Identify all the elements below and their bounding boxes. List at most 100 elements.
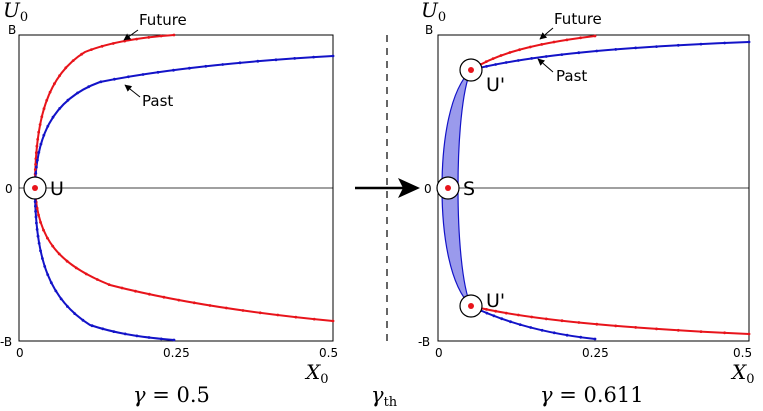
L-past-dn-marker [90, 324, 94, 328]
L-future-up-marker [40, 115, 44, 119]
R-future-up-marker [518, 48, 521, 52]
L-past-dn-marker [159, 337, 163, 341]
L-future-up-marker [64, 66, 68, 70]
left-y-tick-top: B [8, 23, 16, 37]
left-gamma-caption: γ = 0.5 [133, 383, 210, 407]
R-future-dn-marker [560, 319, 564, 323]
L-future-up-marker [135, 37, 139, 41]
L-future-up-marker [90, 48, 93, 51]
L-past-dn-marker [41, 257, 44, 260]
left-past-label: Past [142, 92, 173, 110]
right-point-s-dot [445, 185, 451, 191]
L-future-dn-marker [148, 292, 151, 296]
L-past-dn-marker [36, 234, 40, 238]
R-future-dn-marker [699, 330, 703, 333]
L-future-up-marker [123, 39, 127, 43]
L-past-dn-marker [46, 273, 50, 276]
right-x-tick-05: 0.5 [733, 346, 752, 360]
L-past-up-marker [58, 107, 62, 110]
L-future-up-marker [111, 42, 115, 45]
R-future-up-marker [528, 45, 532, 49]
L-future-dn-marker [42, 228, 45, 232]
L-future-up-marker [37, 130, 41, 134]
L-future-dn-marker [65, 259, 69, 263]
right-future-lower-curve [470, 305, 750, 335]
L-future-dn-marker [35, 206, 39, 210]
R-future-up-marker [565, 38, 569, 42]
left-future-label: Future [139, 11, 187, 29]
R-future-dn-marker [517, 313, 520, 317]
L-future-up-marker [100, 44, 104, 48]
left-point-u-label: U [50, 178, 64, 200]
R-past-up-marker [655, 45, 658, 48]
L-future-up-marker [53, 82, 56, 86]
R-past-dn-marker [540, 328, 544, 332]
R-past-dn-marker [492, 314, 496, 318]
L-future-up-marker [172, 33, 176, 37]
R-future-up-marker [499, 54, 503, 57]
R-future-up-marker [593, 34, 597, 38]
R-future-up-marker [579, 36, 582, 40]
L-future-dn-marker [95, 278, 99, 281]
R-past-up-marker [544, 55, 548, 58]
right-y-tick-zero: 0 [424, 182, 432, 196]
R-future-dn-marker [655, 327, 658, 331]
L-future-up-marker [159, 34, 163, 38]
L-future-up-marker [48, 90, 52, 94]
L-past-up-marker [39, 142, 43, 146]
left-past-pointer [124, 84, 141, 98]
L-future-up-marker [36, 138, 40, 141]
R-past-up-marker [530, 57, 533, 60]
L-past-up-marker [87, 85, 91, 89]
L-past-up-marker [99, 80, 103, 84]
R-future-up-marker [491, 57, 495, 60]
R-future-dn-marker [747, 332, 751, 336]
R-future-dn-marker [494, 309, 498, 313]
L-future-dn-marker [331, 319, 335, 323]
left-y-tick-zero: 0 [5, 182, 13, 196]
L-future-dn-marker [57, 252, 61, 256]
R-past-up-marker [676, 43, 680, 47]
L-future-dn-marker [162, 295, 166, 299]
L-future-dn-marker [107, 283, 111, 286]
left-future-pointer [123, 29, 139, 41]
L-future-dn-marker [39, 220, 42, 224]
L-past-dn-marker [66, 305, 69, 308]
R-past-dn-marker [485, 311, 489, 315]
L-past-up-marker [156, 70, 160, 74]
L-future-up-marker [80, 52, 83, 56]
R-past-dn-marker [529, 326, 533, 329]
L-future-dn-marker [276, 313, 280, 317]
right-future-label: Future [554, 10, 602, 28]
L-future-up-marker [33, 168, 37, 171]
R-future-up-marker [540, 43, 544, 46]
L-past-dn-marker [54, 289, 58, 293]
L-past-up-marker [35, 165, 38, 169]
L-past-up-marker [172, 68, 175, 72]
L-future-dn-marker [74, 266, 78, 270]
left-y-tick-bottom: -B [0, 335, 12, 349]
right-panel: Future Past U' S U' B 0 -B 0 0.25 0.5 U0… [418, 0, 755, 407]
L-past-dn-marker [37, 241, 41, 245]
left-x-tick-0: 0 [16, 346, 24, 360]
right-point-u-prime-upper-dot [468, 67, 474, 73]
L-past-dn-marker [172, 338, 176, 342]
L-past-dn-marker [59, 297, 63, 301]
L-past-dn-marker [123, 332, 127, 336]
R-future-dn-marker [614, 324, 618, 328]
L-future-up-marker [38, 123, 42, 126]
R-future-dn-marker [676, 328, 680, 332]
right-point-u-prime-lower: U' [459, 290, 505, 318]
R-past-up-marker [595, 49, 599, 53]
R-future-dn-marker [595, 322, 599, 326]
L-past-up-marker [331, 54, 335, 58]
L-past-dn-marker [73, 312, 77, 315]
R-future-up-marker [484, 60, 488, 63]
right-past-upper-curve [470, 41, 750, 71]
L-past-dn-marker [81, 318, 85, 322]
R-past-dn-marker [593, 337, 597, 341]
L-past-up-marker [36, 158, 39, 162]
left-future-lower-curve [34, 187, 334, 322]
right-x-tick-025: 0.25 [582, 346, 609, 360]
